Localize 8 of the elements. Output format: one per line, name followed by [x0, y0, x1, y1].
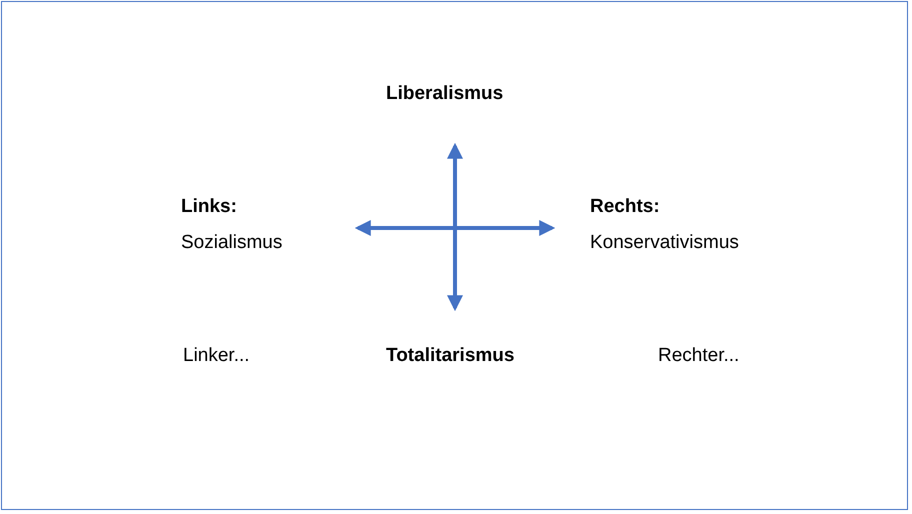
side-heading: Links: — [181, 196, 237, 218]
side-heading: Rechts: — [590, 196, 660, 218]
note-label: Rechter... — [658, 345, 740, 367]
note-label: Linker... — [183, 345, 250, 367]
ideology-label: Konservativismus — [590, 232, 739, 254]
axis-label: Liberalismus — [386, 83, 504, 105]
axis-label: Totalitarismus — [386, 345, 514, 367]
ideology-label: Sozialismus — [181, 232, 282, 254]
